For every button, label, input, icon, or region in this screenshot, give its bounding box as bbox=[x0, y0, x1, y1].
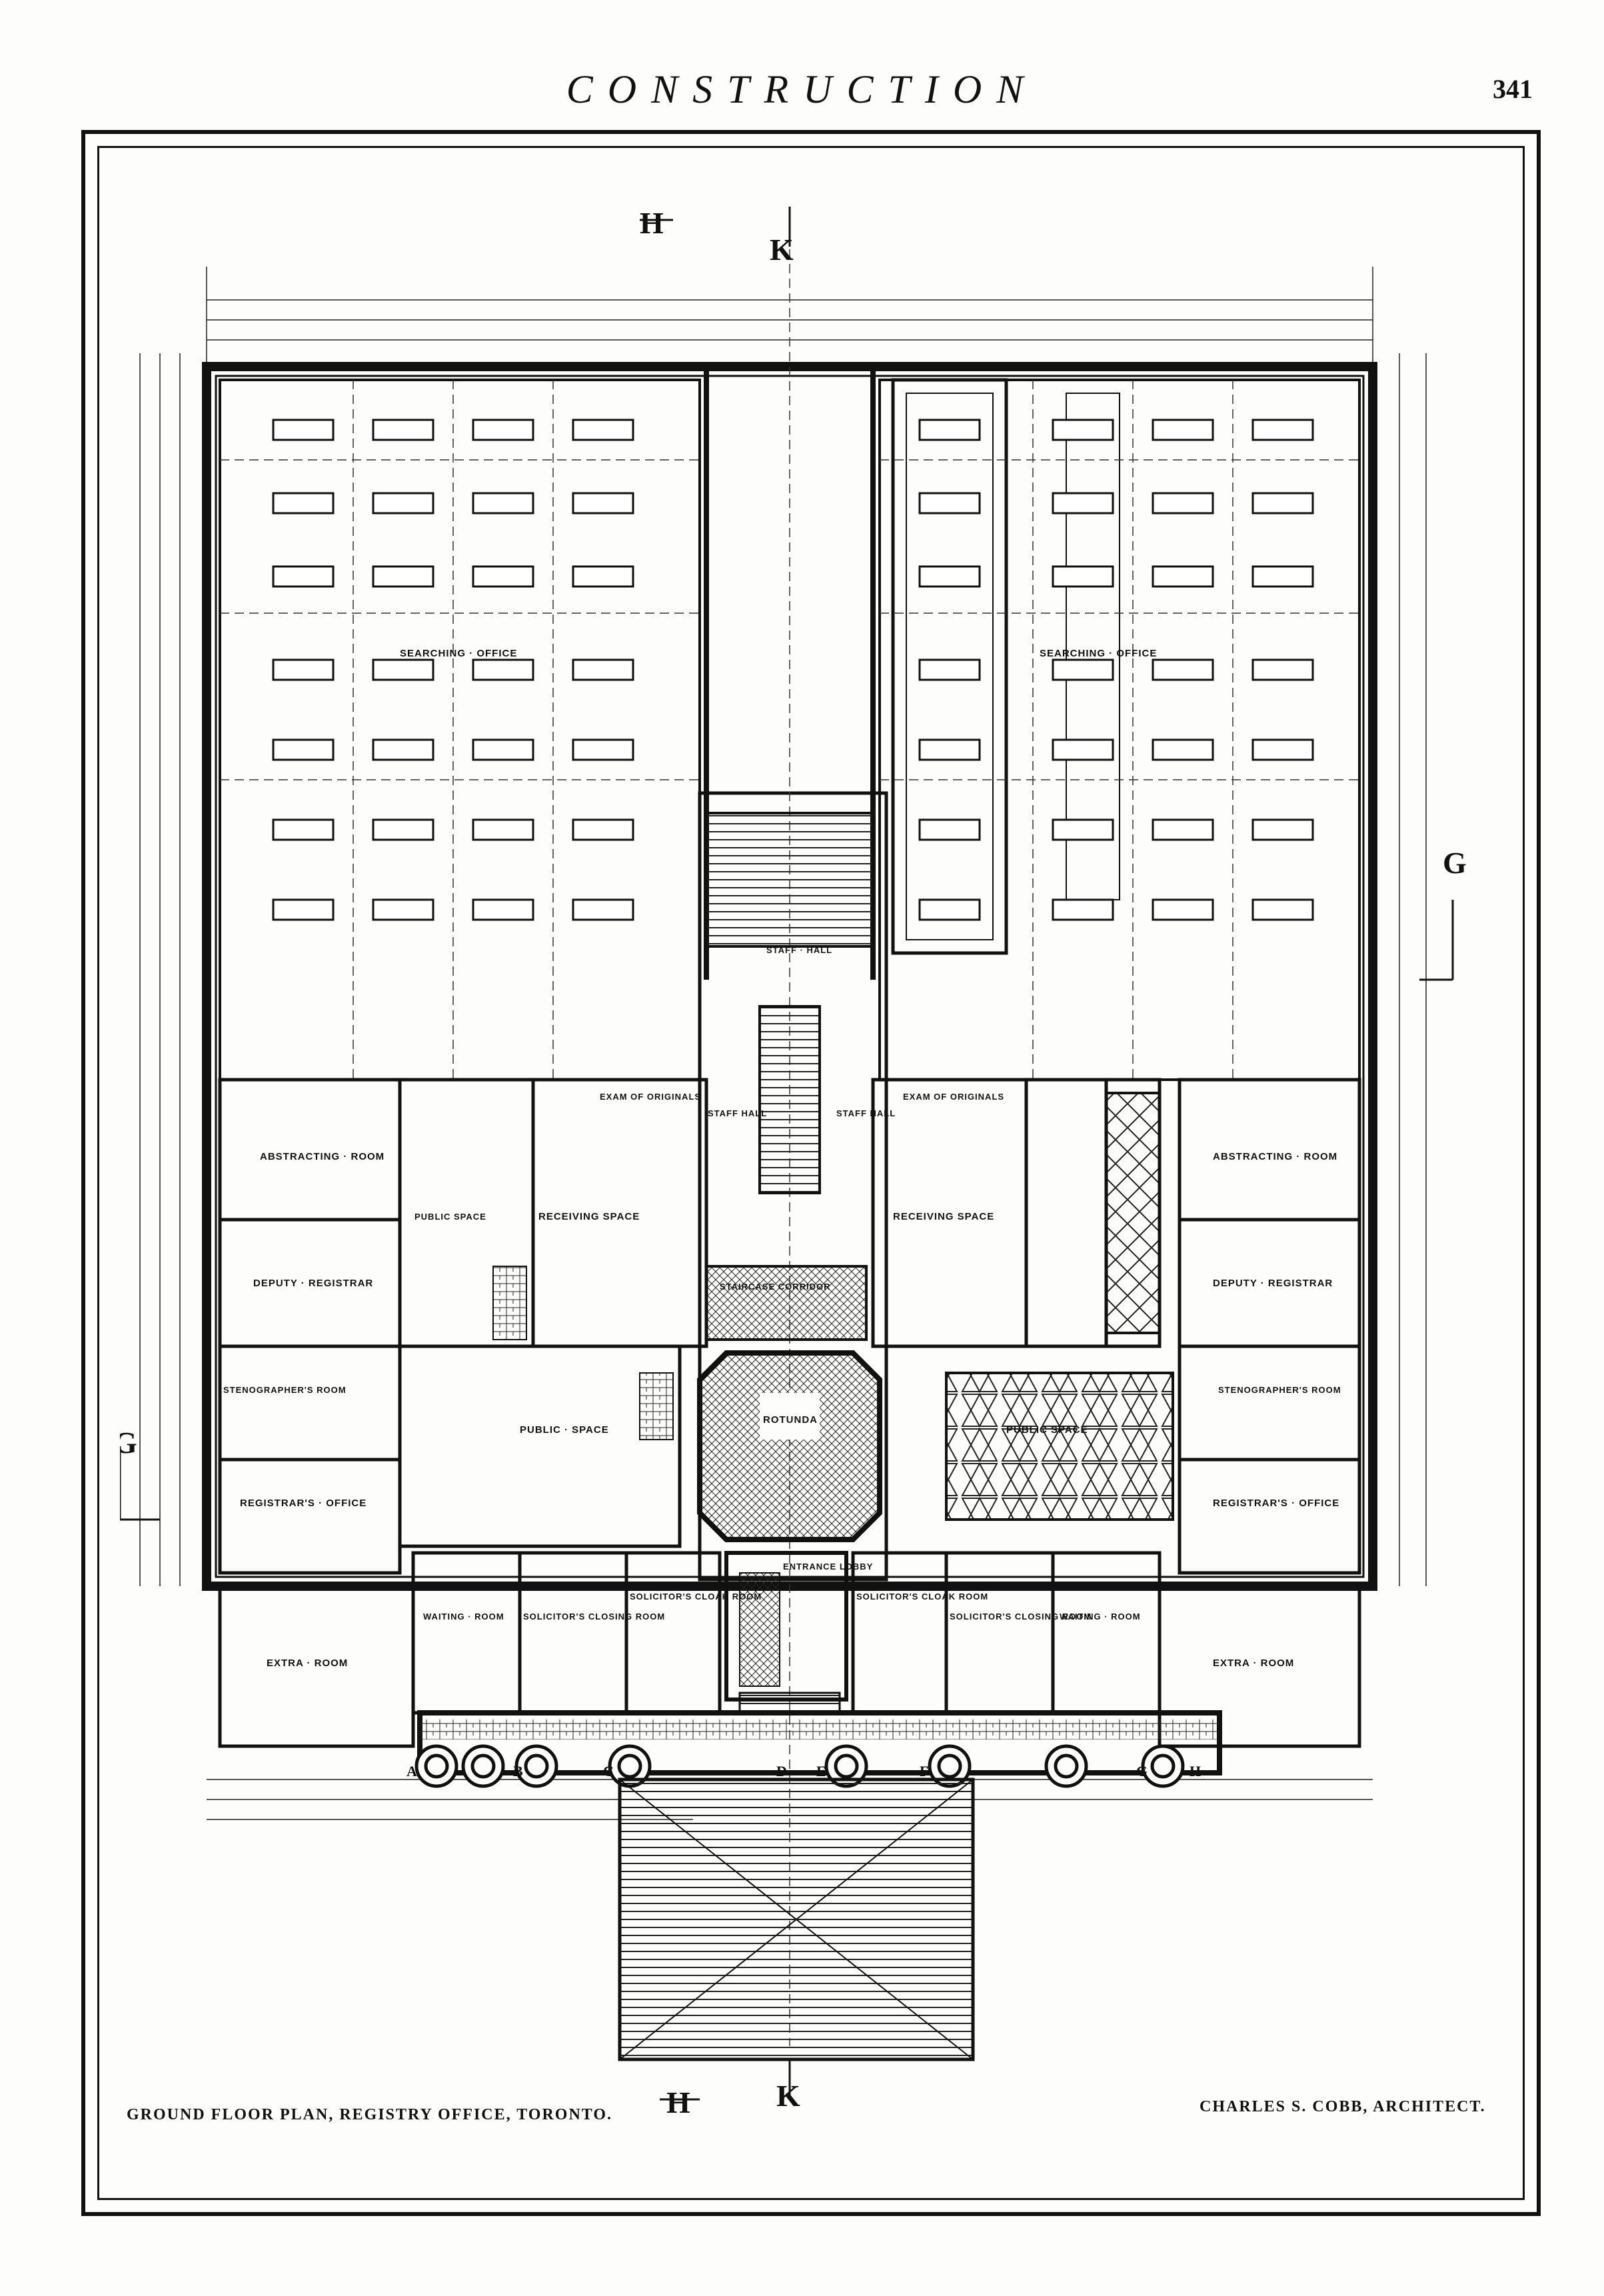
desk-grid bbox=[272, 419, 1314, 921]
room-staff-hall-right: STAFF HALL bbox=[836, 1108, 896, 1118]
room-abstracting-left: ABSTRACTING · ROOM bbox=[260, 1151, 385, 1162]
running-title: CONSTRUCTION bbox=[566, 67, 1038, 111]
room-public-space-right: PUBLIC SPACE bbox=[1006, 1424, 1088, 1436]
room-registrars-office-right: REGISTRAR'S · OFFICE bbox=[1213, 1498, 1339, 1509]
section-mark-h-top: H bbox=[640, 206, 664, 240]
room-searching-office-right: SEARCHING · OFFICE bbox=[1040, 648, 1157, 659]
section-mark-g-left: G bbox=[120, 1426, 137, 1460]
room-receiving-right: RECEIVING SPACE bbox=[893, 1211, 994, 1222]
room-staff-hall-left: STAFF HALL bbox=[708, 1108, 767, 1118]
room-staff-hall: STAFF · HALL bbox=[766, 945, 832, 955]
room-public-space-left: PUBLIC · SPACE bbox=[520, 1424, 609, 1436]
room-deputy-registrar-left: DEPUTY · REGISTRAR bbox=[253, 1278, 373, 1289]
section-mark-g-right: G bbox=[1443, 846, 1467, 880]
room-stenographers-left: STENOGRAPHER'S ROOM bbox=[223, 1385, 347, 1395]
room-rotunda: ROTUNDA bbox=[763, 1414, 818, 1426]
entrance-steps bbox=[618, 1777, 975, 2061]
main-stair bbox=[705, 812, 874, 1194]
column-letter: E bbox=[816, 1763, 826, 1779]
rotunda bbox=[697, 1350, 882, 1542]
section-cut-lines bbox=[120, 207, 1454, 2101]
column-letter: A bbox=[406, 1763, 417, 1779]
room-receiving-left: RECEIVING SPACE bbox=[538, 1211, 640, 1222]
column-letter: B bbox=[513, 1763, 523, 1779]
room-solicitors-closing-left: SOLICITOR'S CLOSING ROOM bbox=[523, 1612, 665, 1622]
lattice-screens bbox=[492, 1092, 1174, 1521]
room-solicitors-cloak-right: SOLICITOR'S CLOAK ROOM bbox=[856, 1592, 988, 1602]
portico-wall bbox=[417, 1710, 1222, 1775]
room-abstracting-right: ABSTRACTING · ROOM bbox=[1213, 1151, 1337, 1162]
plate-frame-outer bbox=[81, 130, 1541, 2216]
column-letter: F bbox=[920, 1763, 928, 1779]
page-number: 341 bbox=[1493, 74, 1533, 104]
plate-frame-inner bbox=[97, 146, 1525, 2200]
section-mark-k-top: K bbox=[770, 233, 794, 267]
column-letter: G bbox=[1136, 1763, 1148, 1779]
room-extra-left: EXTRA · ROOM bbox=[267, 1658, 348, 1669]
room-registrars-office-left: REGISTRAR'S · OFFICE bbox=[240, 1498, 367, 1509]
room-solicitors-cloak-left: SOLICITOR'S CLOAK ROOM bbox=[630, 1592, 762, 1602]
room-public-space-upper: PUBLIC SPACE bbox=[414, 1212, 486, 1222]
column-letter: D bbox=[776, 1763, 787, 1779]
ground-floor-plan-drawing: H K H K G G SEARCHING · OFFICE SEARCHING… bbox=[120, 206, 1467, 2113]
column-letter: H bbox=[1190, 1763, 1201, 1779]
section-mark-k-bottom: K bbox=[776, 2079, 800, 2113]
room-examining-right: EXAM OF ORIGINALS bbox=[903, 1092, 1004, 1102]
plate-caption: GROUND FLOOR PLAN, REGISTRY OFFICE, TORO… bbox=[127, 2106, 613, 2123]
room-examining-left: EXAM OF ORIGINALS bbox=[600, 1092, 701, 1102]
room-searching-office-left: SEARCHING · OFFICE bbox=[400, 648, 517, 659]
room-staircase-corridor: STAIRCASE CORRIDOR bbox=[720, 1282, 831, 1292]
entrance-lobby-block bbox=[724, 1551, 848, 1714]
room-waiting-right: WAITING · ROOM bbox=[1060, 1612, 1141, 1622]
portico-columns bbox=[414, 1744, 1185, 1788]
room-extra-right: EXTRA · ROOM bbox=[1213, 1658, 1294, 1669]
section-mark-h-bottom: H bbox=[666, 2085, 690, 2113]
architect-credit: CHARLES S. COBB, ARCHITECT. bbox=[1200, 2098, 1486, 2115]
room-entrance-lobby: ENTRANCE LOBBY bbox=[783, 1562, 873, 1572]
room-waiting-left: WAITING · ROOM bbox=[423, 1612, 504, 1622]
room-deputy-registrar-right: DEPUTY · REGISTRAR bbox=[1213, 1278, 1333, 1289]
middle-rooms bbox=[218, 1078, 1361, 1575]
column-letter: C bbox=[603, 1763, 614, 1779]
room-stenographers-right: STENOGRAPHER'S ROOM bbox=[1218, 1385, 1341, 1395]
room-solicitors-closing-right: SOLICITOR'S CLOSING ROOM bbox=[950, 1612, 1092, 1622]
